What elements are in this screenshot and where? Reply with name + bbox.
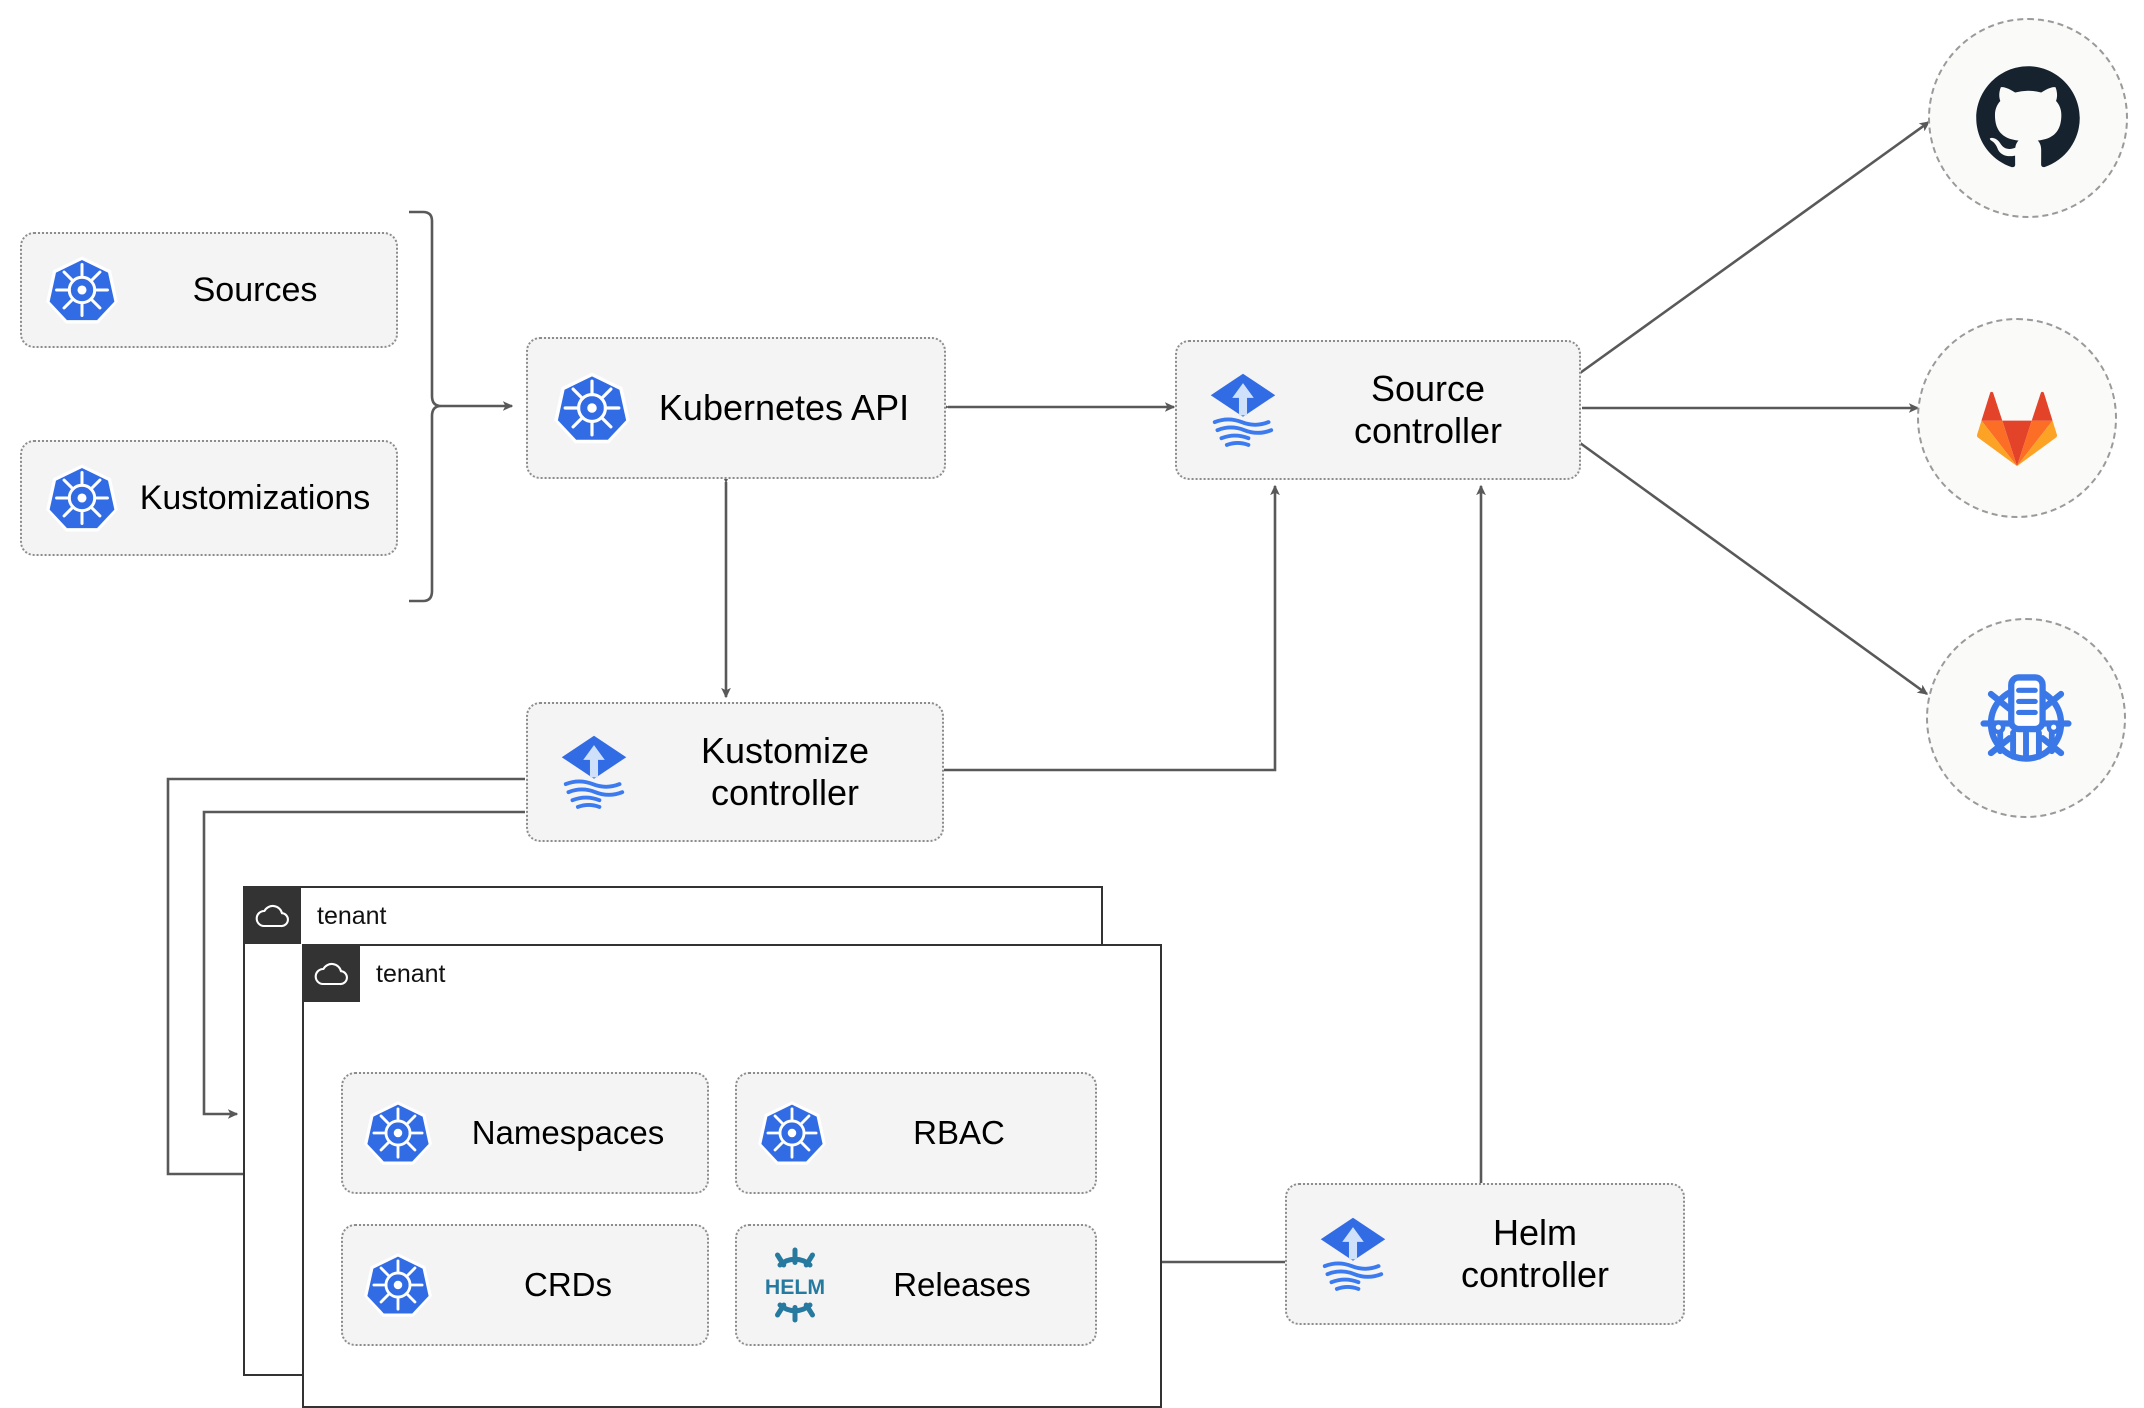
tenant-header: tenant (245, 888, 387, 944)
github-icon (1976, 66, 2080, 168)
tenant-resource-releases[interactable]: HELM Releases (735, 1224, 1097, 1346)
node-label: Kustomize controller (700, 729, 870, 813)
tenant-header: tenant (304, 946, 446, 1002)
flux-icon (1303, 1211, 1403, 1297)
flux-icon (1193, 367, 1293, 453)
cloud-icon (304, 946, 360, 1002)
bucket-helm-repository-icon (1980, 674, 2072, 762)
node-source-controller[interactable]: Source controller (1175, 340, 1581, 480)
endpoint-github[interactable] (1928, 18, 2128, 218)
node-label: Kubernetes API (658, 386, 910, 428)
tenant-label: tenant (376, 959, 446, 988)
resource-card-kustomizations[interactable]: Kustomizations (20, 440, 398, 556)
tenant-resource-crds[interactable]: CRDs (341, 1224, 709, 1346)
kubernetes-icon (36, 253, 128, 327)
resource-label: Sources (192, 270, 318, 309)
kubernetes-icon (355, 1098, 441, 1168)
tenant-resource-namespaces[interactable]: Namespaces (341, 1072, 709, 1194)
endpoint-gitlab[interactable] (1917, 318, 2117, 518)
wire-source-github (1579, 120, 1931, 375)
kubernetes-icon (749, 1098, 835, 1168)
resource-card-sources[interactable]: Sources (20, 232, 398, 348)
tenant-resource-rbac[interactable]: RBAC (735, 1072, 1097, 1194)
tenant-resource-label: RBAC (913, 1113, 1005, 1151)
kubernetes-icon (544, 369, 640, 447)
tenant-resource-label: CRDs (524, 1265, 612, 1303)
helm-icon: HELM (749, 1245, 841, 1325)
tenant-container-front[interactable]: tenant Namespaces (302, 944, 1162, 1408)
tenant-label: tenant (317, 901, 387, 930)
node-label: Helm controller (1460, 1211, 1610, 1295)
node-kustomize-controller[interactable]: Kustomize controller (526, 702, 944, 842)
cloud-icon (245, 888, 301, 944)
flux-icon (544, 729, 644, 815)
tenant-resource-label: Namespaces (471, 1113, 665, 1151)
gitlab-icon (1976, 391, 2058, 467)
kubernetes-icon (355, 1250, 441, 1320)
resources-bracket (409, 210, 442, 603)
resource-label: Kustomizations (139, 478, 371, 517)
node-label: Source controller (1353, 367, 1503, 451)
endpoint-bucket[interactable] (1926, 618, 2126, 818)
kubernetes-icon (36, 461, 128, 535)
tenant-resource-label: Releases (893, 1265, 1031, 1303)
node-helm-controller[interactable]: Helm controller (1285, 1183, 1685, 1325)
svg-text:HELM: HELM (765, 1275, 825, 1299)
node-kubernetes-api[interactable]: Kubernetes API (526, 337, 946, 479)
wire-kustomize-source (943, 484, 1280, 772)
wire-source-bucket (1579, 441, 1929, 696)
